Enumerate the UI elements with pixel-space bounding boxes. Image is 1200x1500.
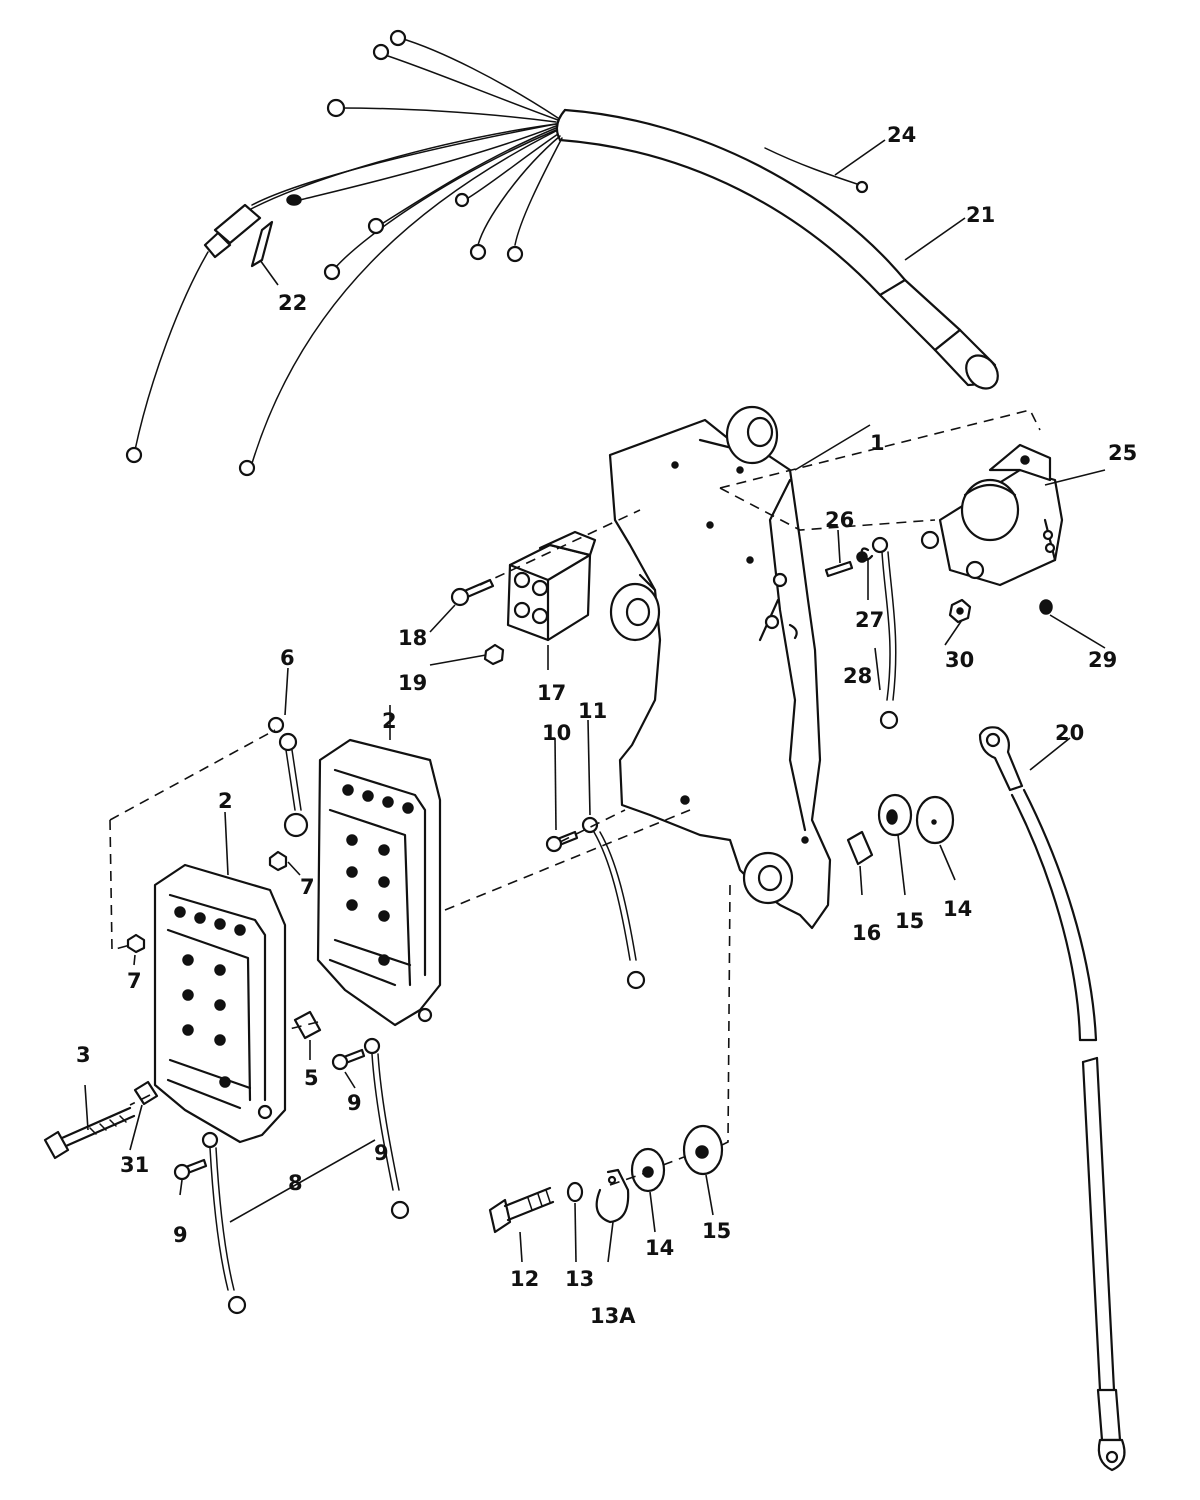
label-30: 30 bbox=[945, 648, 974, 672]
label-5: 5 bbox=[304, 1066, 319, 1090]
bolt-3 bbox=[43, 1106, 136, 1160]
nut-30 bbox=[948, 598, 972, 624]
switch-box-right bbox=[316, 738, 442, 1027]
nut-7-lower bbox=[126, 933, 146, 954]
nut-19 bbox=[483, 643, 505, 666]
label-12: 12 bbox=[510, 1267, 539, 1291]
label-29: 29 bbox=[1088, 648, 1117, 672]
label-9-upper: 9 bbox=[347, 1091, 362, 1115]
battery-cable-20 bbox=[978, 726, 1126, 1472]
label-2-left: 2 bbox=[218, 789, 233, 813]
cap-29 bbox=[1039, 599, 1053, 615]
lead-8-left bbox=[201, 1131, 247, 1315]
label-13: 13 bbox=[565, 1267, 594, 1291]
label-13a: 13A bbox=[590, 1304, 636, 1328]
assembly-dashed-lines bbox=[109, 409, 1041, 1186]
label-15-upper: 15 bbox=[895, 909, 924, 933]
label-21: 21 bbox=[966, 203, 995, 227]
fuse-holder bbox=[203, 203, 262, 259]
label-1: 1 bbox=[870, 431, 885, 455]
lead-6 bbox=[267, 716, 309, 838]
nut-7-upper bbox=[268, 850, 288, 872]
lockwasher-13 bbox=[566, 1181, 584, 1203]
label-9-lower: 9 bbox=[173, 1223, 188, 1247]
washer-15-upper bbox=[877, 793, 913, 837]
label-2-right: 2 bbox=[382, 709, 397, 733]
label-9-middle: 9 bbox=[374, 1141, 389, 1165]
harness-connector bbox=[878, 278, 999, 390]
label-18: 18 bbox=[398, 626, 427, 650]
wire-24 bbox=[764, 147, 869, 194]
label-8: 8 bbox=[288, 1171, 303, 1195]
label-19: 19 bbox=[398, 671, 427, 695]
label-27: 27 bbox=[855, 608, 884, 632]
label-26: 26 bbox=[825, 508, 854, 532]
label-7-lower: 7 bbox=[127, 969, 142, 993]
label-16: 16 bbox=[852, 921, 881, 945]
label-22: 22 bbox=[278, 291, 307, 315]
label-11: 11 bbox=[578, 699, 607, 723]
label-28: 28 bbox=[843, 664, 872, 688]
mounting-bracket bbox=[608, 405, 832, 930]
screw-9-lower bbox=[173, 1158, 208, 1181]
bolt-12 bbox=[488, 1186, 555, 1234]
leader-lines bbox=[84, 139, 1106, 1263]
screw-10 bbox=[545, 830, 579, 853]
bushing-16 bbox=[846, 830, 874, 866]
label-25: 25 bbox=[1108, 441, 1137, 465]
label-17: 17 bbox=[537, 681, 566, 705]
label-14-upper: 14 bbox=[943, 897, 972, 921]
spacer-31 bbox=[133, 1080, 159, 1106]
label-6: 6 bbox=[280, 646, 295, 670]
lead-11 bbox=[581, 816, 646, 990]
label-7-upper: 7 bbox=[300, 875, 315, 899]
switch-box-left bbox=[153, 863, 287, 1144]
lead-8-right bbox=[363, 1037, 410, 1220]
wire-harness bbox=[125, 29, 999, 477]
screw-9-upper bbox=[331, 1048, 366, 1071]
label-10: 10 bbox=[542, 721, 571, 745]
label-24: 24 bbox=[887, 123, 916, 147]
washer-15-lower bbox=[682, 1124, 724, 1176]
screw-18 bbox=[450, 578, 495, 607]
starter-solenoid bbox=[920, 443, 1064, 587]
ground-strap-28 bbox=[871, 536, 899, 730]
label-14-lower: 14 bbox=[645, 1236, 674, 1260]
label-31: 31 bbox=[120, 1153, 149, 1177]
callout-labels: 1 2 2 3 5 6 7 7 8 9 9 9 10 11 12 13 13A … bbox=[76, 123, 1137, 1328]
label-3: 3 bbox=[76, 1043, 91, 1067]
rectifier bbox=[506, 530, 597, 642]
washer-14-lower bbox=[630, 1147, 666, 1193]
clamp-13a bbox=[595, 1168, 630, 1224]
spacer-5 bbox=[293, 1010, 322, 1040]
label-20: 20 bbox=[1055, 721, 1084, 745]
washer-14-upper bbox=[915, 795, 955, 845]
label-15-lower: 15 bbox=[702, 1219, 731, 1243]
